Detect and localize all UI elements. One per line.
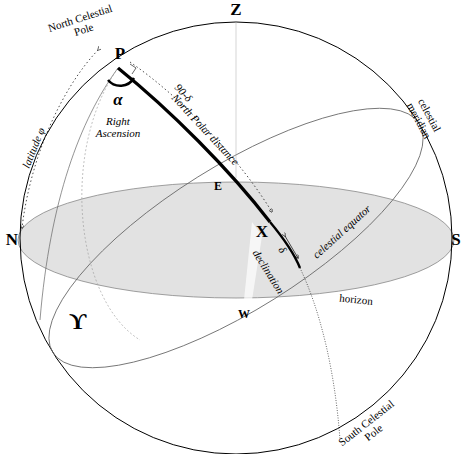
hour-circle-aries (40, 68, 118, 320)
meridian-name: celestial meridian (403, 93, 444, 143)
west-point: W (238, 308, 250, 321)
angle-symbol: α (113, 91, 122, 109)
star-point: X (256, 223, 268, 241)
declination-arc (270, 222, 300, 268)
horizon-name: horizon (339, 293, 374, 308)
latitude-label: latitude φ (21, 126, 48, 170)
east-point: E (214, 180, 222, 193)
right-angle-mark (130, 64, 136, 74)
horizon-plane (18, 182, 454, 298)
zenith-letter: Z (230, 1, 241, 19)
hour-circle-lower (300, 268, 340, 440)
meridian-back (82, 68, 140, 340)
pole-letter: P (115, 45, 125, 63)
polar-distance-arrow (130, 62, 272, 212)
aries-symbol: ϒ (69, 309, 86, 334)
south-point: S (451, 231, 460, 249)
sphere-outline (20, 22, 452, 454)
pole-name: North Celestial Pole (46, 3, 118, 46)
north-point: N (6, 231, 18, 249)
pole-name: South Celestial Pole (331, 394, 408, 454)
polar-distance-name: North Polar distance (169, 92, 241, 168)
angle-name: Right Ascension (84, 116, 152, 139)
right-angle-arc (108, 78, 134, 86)
polar-distance-arc (118, 68, 270, 222)
